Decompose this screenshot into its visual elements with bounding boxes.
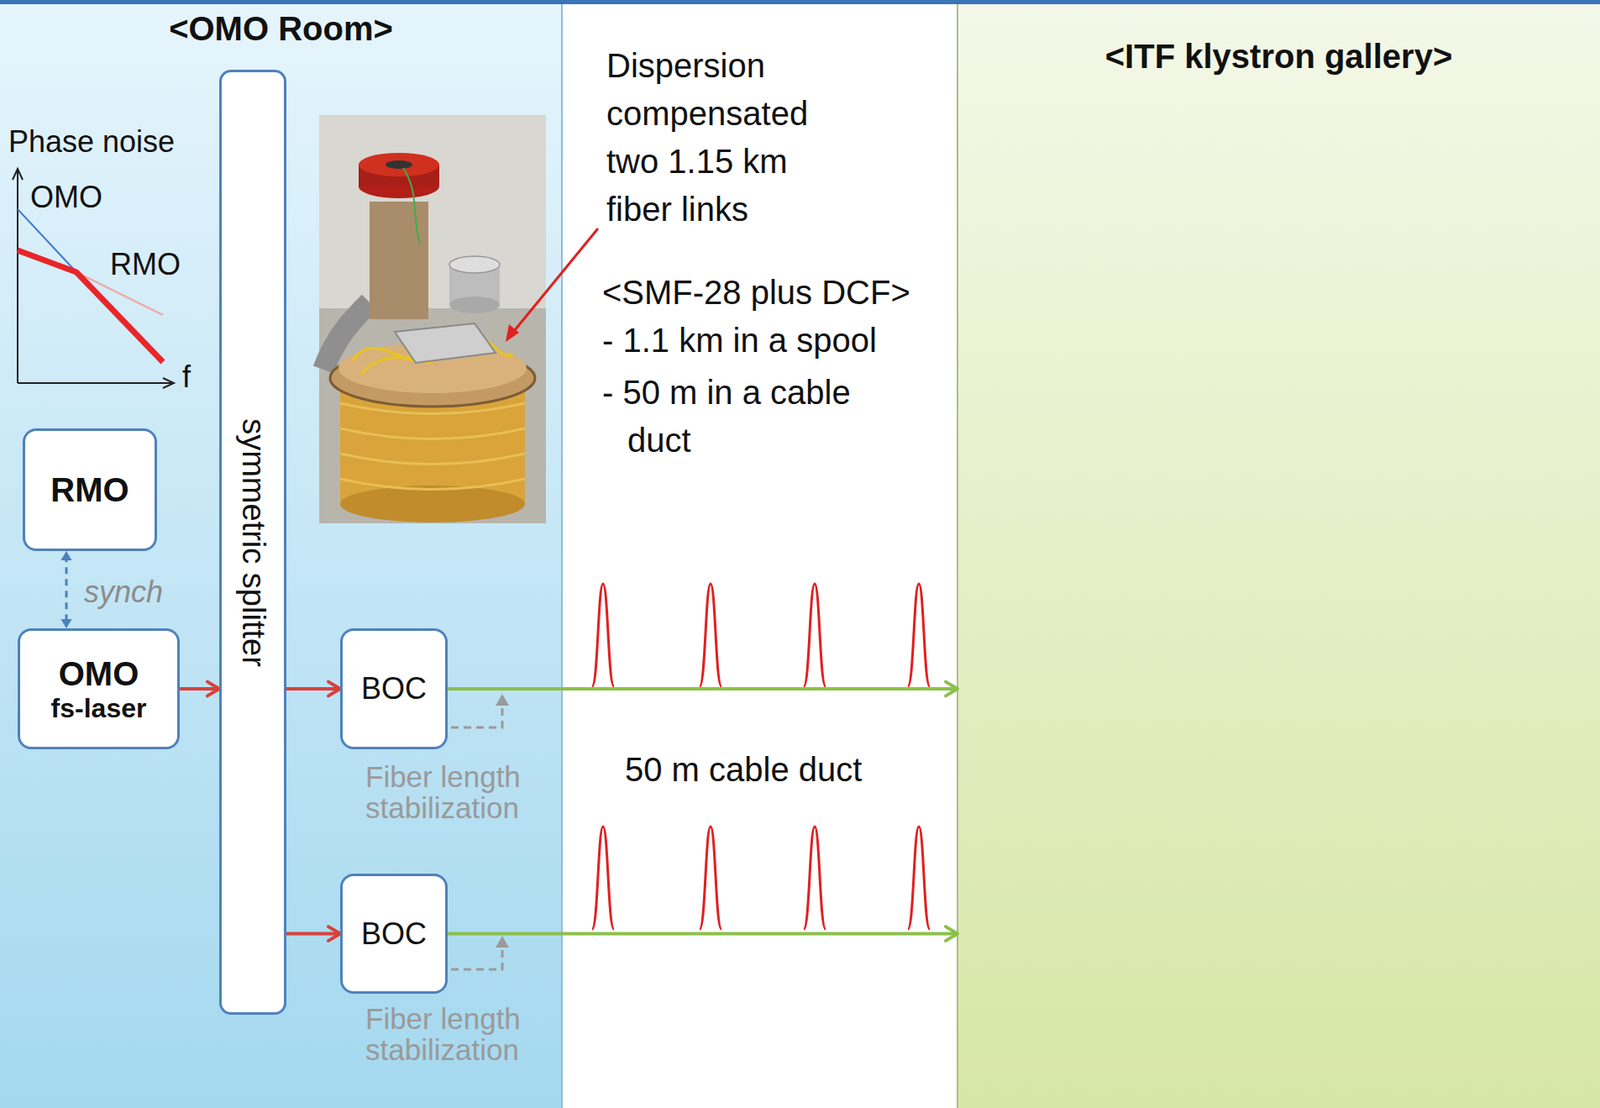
connector-line: [447, 932, 957, 936]
note-text: Dispersion compensated two 1.15 km fiber…: [606, 41, 859, 234]
curve-label: OMO: [30, 179, 103, 215]
fiber-spool-photo: [319, 115, 546, 524]
edge-label: synch: [83, 574, 163, 610]
stabilization-label: Fiber length stabilization: [365, 1002, 559, 1065]
arrowhead: [207, 681, 220, 697]
stabilization-feedback: [451, 703, 503, 970]
optical-pulse: [592, 826, 614, 929]
note-heading: <SMF-28 plus DCF>: [602, 272, 911, 312]
node-text: BOC: [361, 916, 427, 951]
photo-fiber-windings: [340, 403, 525, 490]
connector: [447, 681, 958, 697]
node-text: OMO: [58, 654, 140, 693]
boc-box: BOC: [340, 628, 448, 750]
feedback-arrowhead: [495, 935, 509, 948]
panel-divider: [956, 0, 959, 1108]
leader-arrowhead: [505, 324, 520, 342]
pulse-train: [592, 583, 930, 929]
laser-box: OMOfs-laser: [17, 628, 180, 750]
connector-line: [65, 558, 69, 621]
photo-splice-box: [394, 323, 496, 363]
region-title: <OMO Room>: [0, 10, 562, 48]
axis-line: [17, 382, 174, 384]
node-text: BOC: [361, 671, 427, 706]
gallery-panel: [957, 0, 1600, 1108]
photo-reel-hub: [385, 160, 413, 169]
photo-canister-base: [449, 296, 500, 314]
optical-pulse: [803, 826, 826, 929]
axis-title: Phase noise: [8, 124, 175, 159]
optical-pulse: [699, 583, 722, 687]
optical-pulse: [592, 583, 614, 687]
connector: [286, 926, 341, 941]
photo-frame: [319, 115, 546, 524]
photo-red-reel: [358, 152, 440, 177]
arrowhead: [328, 681, 341, 697]
connector-line: [286, 687, 340, 691]
top-border: [0, 0, 1600, 5]
region-title: <ITF klystron gallery>: [957, 37, 1600, 76]
photo-fiber: [403, 167, 420, 244]
oscillator-box: RMO: [22, 428, 158, 551]
node-text: RMO: [50, 470, 129, 509]
optical-pulse: [907, 826, 930, 929]
connector: [60, 550, 72, 629]
feedback-arrow: [451, 703, 503, 728]
axis-label: f: [182, 359, 191, 394]
gallery-band: <ITF klystron gallery>: [957, 0, 1600, 1108]
axis-line: [16, 169, 19, 383]
arrowhead: [60, 550, 72, 561]
axis-arrow: [12, 168, 23, 180]
note-item: - 1.1 km in a spool: [602, 320, 877, 360]
arrowhead: [945, 926, 958, 941]
note-item: - 50 m in a cable duct: [602, 368, 922, 465]
stabilization-label: Fiber length stabilization: [365, 760, 559, 824]
arrowhead: [945, 681, 958, 697]
connector-line: [286, 932, 340, 936]
optical-pulse: [803, 583, 826, 687]
arrowhead: [60, 619, 72, 629]
photo-wall: [319, 115, 546, 309]
photo-canister-top: [449, 256, 500, 273]
room-panel: [0, 0, 562, 1108]
leader-line: [510, 228, 599, 336]
connector: [447, 926, 958, 941]
panel-divider: [561, 0, 563, 1108]
photo-reel-stand: [369, 201, 429, 320]
curve-label: RMO: [110, 246, 181, 282]
feedback-arrow: [451, 945, 503, 970]
connector: [286, 681, 341, 697]
room-band: <OMO Room>RMOOMOfs-lasersymmetric splitt…: [0, 0, 562, 1108]
boc-box: BOC: [340, 873, 448, 994]
connector: [179, 681, 220, 697]
connector-line: [447, 687, 957, 691]
feedback-arrowhead: [495, 693, 509, 706]
connector-line: [179, 687, 219, 691]
node-text: symmetric splitter: [235, 418, 272, 667]
optical-pulse: [907, 583, 930, 687]
arrowhead: [328, 926, 341, 941]
node-text: fs-laser: [51, 692, 147, 724]
axis-arrow: [162, 377, 174, 389]
photo-spool-base: [340, 485, 525, 523]
splitter-box: symmetric splitter: [219, 69, 287, 1015]
duct-label: 50 m cable duct: [624, 750, 862, 789]
optical-pulse: [699, 826, 722, 929]
